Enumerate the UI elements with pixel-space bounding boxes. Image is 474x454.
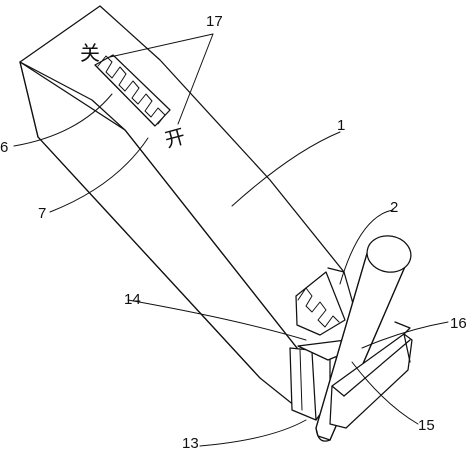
rack-lower-base — [295, 271, 346, 336]
label-1: 1 — [337, 117, 345, 134]
leader-17-a — [109, 33, 214, 58]
mark-open: 开 — [162, 124, 188, 152]
reference-labels: 17 6 7 1 2 14 16 15 13 — [0, 13, 467, 452]
leader-6 — [13, 93, 113, 147]
label-6: 6 — [0, 139, 8, 156]
label-15: 15 — [418, 417, 435, 434]
label-2: 2 — [390, 199, 398, 216]
main-body-bottom-edge — [37, 136, 261, 379]
clamp-plate-inner-edge — [343, 339, 411, 397]
rack-upper — [94, 54, 171, 127]
rack-upper-edge — [94, 64, 156, 127]
leader-17-b — [177, 33, 214, 125]
leader-13 — [199, 419, 307, 447]
clamp-plate-edge — [403, 333, 411, 363]
main-body-top-edge — [19, 5, 345, 273]
leader-15 — [351, 361, 419, 425]
rack-lower-teeth — [297, 287, 340, 328]
pipe-bottom-end — [315, 427, 331, 442]
leader-lines — [13, 33, 449, 447]
leader-1 — [231, 131, 341, 207]
pipe-left-edge — [315, 249, 369, 429]
clamp-plate — [329, 333, 413, 429]
leader-2 — [339, 209, 394, 285]
handle-block-inner-edge — [299, 349, 303, 411]
slot-bracket-right — [394, 321, 411, 335]
mark-closed: 关 — [80, 41, 100, 65]
label-7: 7 — [38, 205, 46, 222]
main-body — [19, 5, 345, 411]
rack-upper-teeth — [97, 55, 166, 125]
main-body-ridge — [19, 61, 298, 349]
pipe-top-end — [366, 235, 412, 273]
label-14: 14 — [124, 291, 141, 308]
label-17: 17 — [206, 13, 223, 30]
leader-7 — [49, 137, 149, 213]
label-13: 13 — [182, 435, 199, 452]
clamp-plate-top-edge — [331, 385, 345, 397]
leader-14 — [127, 299, 307, 341]
rack-lower — [295, 271, 346, 336]
leader-16 — [361, 321, 449, 349]
main-body-left-edge — [19, 61, 39, 138]
label-16: 16 — [450, 315, 467, 332]
handle-block-edge — [311, 351, 317, 421]
